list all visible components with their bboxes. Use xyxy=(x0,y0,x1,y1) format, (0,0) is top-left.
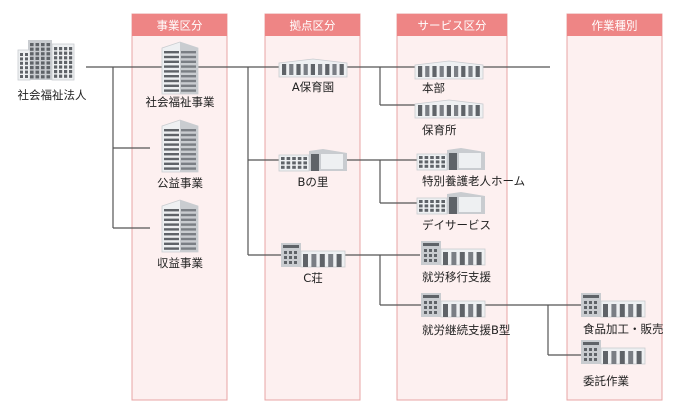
column-site: 拠点区分 xyxy=(264,13,361,401)
node-label: 委託作業 xyxy=(583,374,629,388)
column-header-label: 事業区分 xyxy=(157,19,203,33)
node-svc-elderly: 特別養護老人ホーム xyxy=(416,148,525,188)
node-biz-profit: 収益事業 xyxy=(157,199,203,270)
node-biz-social: 社会福祉事業 xyxy=(146,41,215,109)
node-label: 保育所 xyxy=(422,123,457,137)
node-label: 特別養護老人ホーム xyxy=(422,174,525,188)
node-label: 就労継続支援B型 xyxy=(422,323,510,337)
node-work-consign: 委託作業 xyxy=(581,340,646,388)
office-building-icon xyxy=(17,40,75,81)
tower-building-icon xyxy=(161,119,199,173)
node-svc-continuation: 就労継続支援B型 xyxy=(421,293,510,337)
column-panel xyxy=(566,13,663,401)
node-label: 本部 xyxy=(422,81,445,95)
node-label: 収益事業 xyxy=(157,256,203,270)
factory-building-icon xyxy=(581,293,646,318)
tower-building-icon xyxy=(161,199,199,253)
node-label: Bの里 xyxy=(298,175,329,189)
column-header-label: サービス区分 xyxy=(418,19,487,33)
node-icons: 社会福祉法人社会福祉事業公益事業収益事業 A保育園 Bの里 C荘 本部保育所特別養護老人… xyxy=(18,40,664,388)
column-work: 作業種別 xyxy=(566,13,663,401)
node-label: 公益事業 xyxy=(157,176,203,190)
column-header xyxy=(132,14,227,36)
node-site-b: Bの里 xyxy=(278,149,347,189)
node-corp: 社会福祉法人 xyxy=(18,40,87,102)
node-label: A保育園 xyxy=(292,80,334,94)
node-label: 社会福祉事業 xyxy=(146,95,215,109)
column-panel xyxy=(264,13,361,401)
node-label: 就労移行支援 xyxy=(422,270,491,284)
column-header xyxy=(397,14,507,36)
node-site-c: C荘 xyxy=(281,243,346,285)
wing-building-icon xyxy=(416,192,485,215)
low-building-icon xyxy=(414,60,484,80)
low-building-icon xyxy=(278,58,348,78)
factory-building-icon xyxy=(581,340,646,365)
node-svc-nursery: 保育所 xyxy=(414,99,484,137)
node-label: デイサービス xyxy=(422,218,491,232)
node-label: 食品加工・販売 xyxy=(583,322,664,336)
column-header xyxy=(567,14,662,36)
node-label: 社会福祉法人 xyxy=(18,88,87,102)
node-biz-public: 公益事業 xyxy=(157,119,203,190)
node-svc-day: デイサービス xyxy=(416,192,491,232)
wing-building-icon xyxy=(278,149,347,172)
factory-building-icon xyxy=(421,293,486,318)
node-site-a: A保育園 xyxy=(278,58,348,94)
column-header-label: 作業種別 xyxy=(592,19,638,33)
wing-building-icon xyxy=(416,148,485,171)
node-svc-hq: 本部 xyxy=(414,60,484,95)
factory-building-icon xyxy=(421,241,486,266)
factory-building-icon xyxy=(281,243,346,268)
node-svc-transition: 就労移行支援 xyxy=(421,241,491,284)
low-building-icon xyxy=(414,99,484,119)
node-label: C荘 xyxy=(303,271,323,285)
node-work-food: 食品加工・販売 xyxy=(581,293,664,336)
column-header-label: 拠点区分 xyxy=(290,19,336,33)
tower-building-icon xyxy=(161,41,199,95)
column-header xyxy=(265,14,360,36)
